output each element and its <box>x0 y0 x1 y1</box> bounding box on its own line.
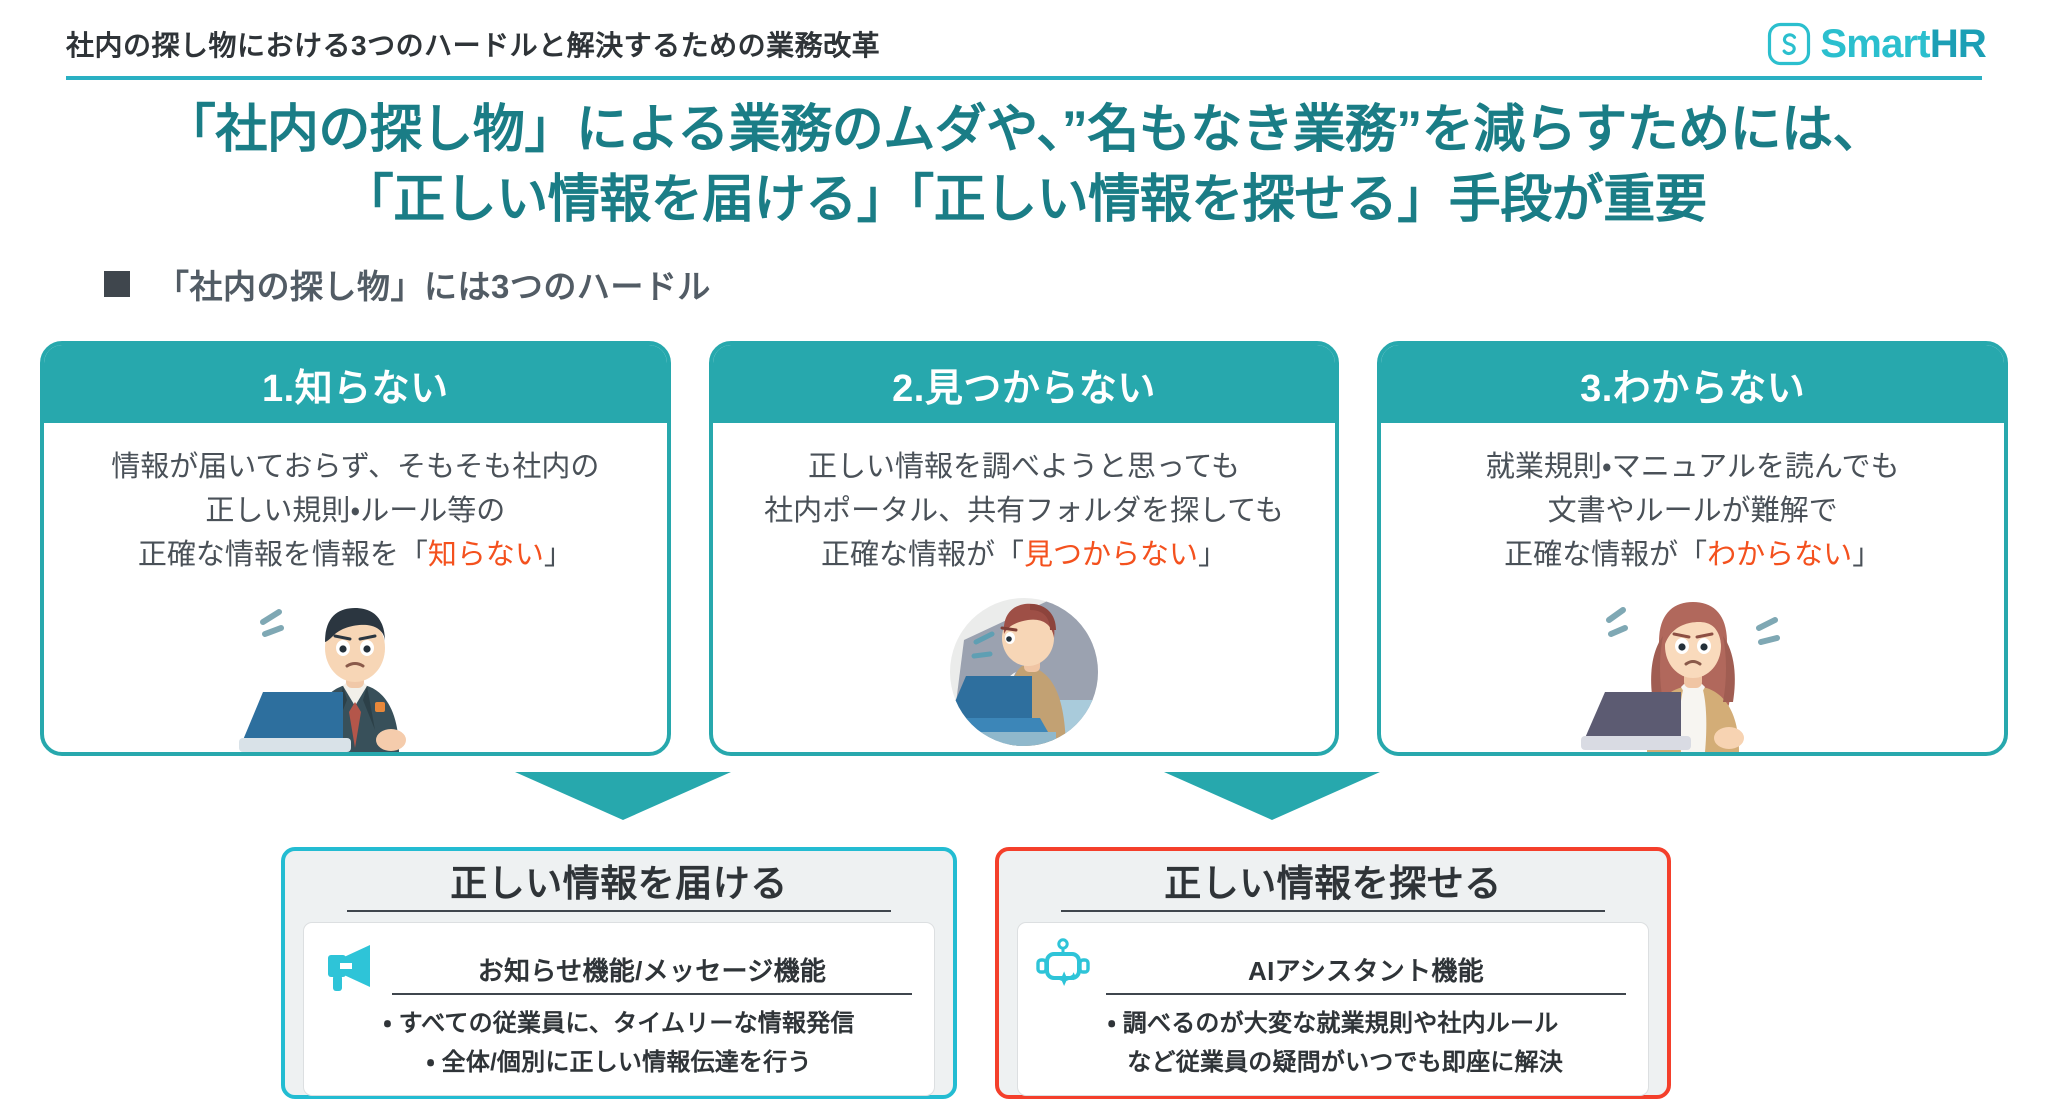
hurdle-card-2-line-2: 社内ポータル、共有フォルダを探しても <box>764 495 1284 528</box>
slide-header: 社内の探し物における3つのハードルと解決するための業務改革 SmartHR <box>0 0 2048 88</box>
solution-bullet-search-2: など従業員の疑問がいつでも即座に解決 <box>1103 1049 1563 1077</box>
hurdle-card-2-line-1: 正しい情報を調べようと思っても <box>807 451 1241 483</box>
hurdle-card-1-line-1: 情報が届いておらず、そもそも社内の <box>111 451 600 483</box>
ai-robot-sparkle-icon <box>1034 937 1092 995</box>
solution-box-deliver-title: 正しい情報を届ける <box>347 863 891 913</box>
solution-box-search: 正しい情報を探せる AIアシスタント機能 <box>995 847 1671 1099</box>
hurdle-card-3-line-3-prefix: 正確な情報が「 <box>1504 539 1708 572</box>
solution-bullet-deliver-1: ・ すべての従業員に、タイムリーな情報発信 <box>383 1010 855 1038</box>
arrow-down-right <box>1164 772 1380 820</box>
solution-box-deliver-inner: お知らせ機能/メッセージ機能 ・ すべての従業員に、タイムリーな情報発信 ・ 全… <box>303 922 935 1097</box>
hurdle-card-3-line-2: 文書やルールが難解で <box>1547 495 1838 528</box>
hurdle-card-1-line-2: 正しい規則・ルール等の <box>205 495 506 528</box>
worried-woman-laptop-illustration <box>1381 580 2004 752</box>
header-title: 社内の探し物における3つのハードルと解決するための業務改革 <box>66 30 881 61</box>
hurdle-card-1-line-3: 正確な情報を情報を「知らない」 <box>60 533 651 577</box>
section-label: 「社内の探し物」には3つのハードル <box>104 260 711 308</box>
hurdle-card-3-highlight: わからない <box>1707 539 1853 572</box>
solution-box-list: 正しい情報を届ける お知らせ機能/メッセージ機能 ・ すべての従業員に、タイ <box>281 847 1671 1099</box>
solution-bullet-search-1: ・ 調べるのが大変な就業規則や社内ルール <box>1107 1010 1559 1038</box>
hurdle-card-3-line-3: 正確な情報が「わからない」 <box>1397 533 1988 577</box>
hurdle-card-list: 1.知らない 情報が届いておらず、そもそも社内の 正しい規則・ルール等の 正確な… <box>40 341 2009 756</box>
hurdle-card-2: 2.見つからない 正しい情報を調べようと思っても 社内ポータル、共有フォルダを探… <box>708 341 1340 756</box>
hurdle-card-2-line-3-prefix: 正確な情報が「 <box>820 539 1024 572</box>
solution-feature-deliver-name: お知らせ機能/メッセージ機能 <box>392 955 912 996</box>
solution-box-search-inner: AIアシスタント機能 ・ 調べるのが大変な就業規則や社内ルール など従業員の疑問… <box>1017 922 1649 1097</box>
hurdle-card-2-line-3-suffix: 」 <box>1198 539 1228 572</box>
hurdle-card-3-title: 3.わからない <box>1381 345 2005 423</box>
page-title-line-2: 「正しい情報を届ける」「正しい情報を探せる」手段が重要 <box>341 170 1707 229</box>
man-typing-laptop-circle-illustration <box>713 580 1336 752</box>
logo-text-hr: HR <box>1929 22 1987 66</box>
hurdle-card-1-highlight: 知らない <box>427 539 544 572</box>
hurdle-card-2-body: 正しい情報を調べようと思っても 社内ポータル、共有フォルダを探しても 正確な情報… <box>713 423 1336 752</box>
hurdle-card-1-line-3-prefix: 正確な情報を情報を「 <box>137 539 428 572</box>
arrow-down-left <box>515 772 731 820</box>
solution-feature-search: AIアシスタント機能 <box>1034 937 1632 996</box>
logo-text-smart: Smart <box>1820 22 1930 66</box>
hurdle-card-2-line-3: 正確な情報が「見つからない」 <box>729 533 1320 577</box>
section-label-text: 「社内の探し物」には3つのハードル <box>156 268 711 305</box>
hurdle-card-1: 1.知らない 情報が届いておらず、そもそも社内の 正しい規則・ルール等の 正確な… <box>40 341 671 756</box>
solution-bullet-deliver-2: ・ 全体/個別に正しい情報伝達を行う <box>426 1049 812 1077</box>
smarthr-logo-text: SmartHR <box>1820 24 1986 64</box>
page-title-line-1: 「社内の探し物」による業務のムダや、”名もなき業務”を減らすためには、 <box>163 101 1885 159</box>
hurdle-card-2-highlight: 見つからない <box>1024 539 1199 572</box>
megaphone-icon <box>320 937 378 995</box>
hurdle-card-3-body: 就業規則・マニュアルを読んでも 文書やルールが難解で 正確な情報が「わからない」 <box>1381 423 2004 752</box>
solution-bullets-search: ・ 調べるのが大変な就業規則や社内ルール など従業員の疑問がいつでも即座に解決 <box>1034 1005 1632 1083</box>
hurdle-card-3-line-3-suffix: 」 <box>1852 539 1882 572</box>
hurdle-card-1-title: 1.知らない <box>44 345 667 423</box>
hurdle-card-2-title: 2.見つからない <box>712 345 1336 423</box>
solution-bullets-deliver: ・ すべての従業員に、タイムリーな情報発信 ・ 全体/個別に正しい情報伝達を行う <box>320 1005 918 1083</box>
hurdle-card-3: 3.わからない 就業規則・マニュアルを読んでも 文書やルールが難解で 正確な情報… <box>1377 341 2009 756</box>
solution-box-deliver: 正しい情報を届ける お知らせ機能/メッセージ機能 ・ すべての従業員に、タイ <box>281 847 957 1099</box>
page-title: 「社内の探し物」による業務のムダや、”名もなき業務”を減らすためには、 「正しい… <box>0 96 2048 235</box>
smarthr-s-mark-icon <box>1767 22 1811 66</box>
hurdle-card-1-body: 情報が届いておらず、そもそも社内の 正しい規則・ルール等の 正確な情報を情報を「… <box>44 423 667 752</box>
solution-feature-deliver: お知らせ機能/メッセージ機能 <box>320 937 918 996</box>
hurdle-card-3-line-1: 就業規則・マニュアルを読んでも <box>1485 451 1900 483</box>
solution-box-search-title: 正しい情報を探せる <box>1061 863 1605 913</box>
square-bullet-icon <box>104 271 130 297</box>
smarthr-logo: SmartHR <box>1767 22 1987 66</box>
worried-businessman-laptop-illustration <box>44 580 667 752</box>
hurdle-card-1-line-3-suffix: 」 <box>543 539 573 572</box>
solution-feature-search-name: AIアシスタント機能 <box>1106 955 1626 996</box>
header-divider <box>66 76 1982 80</box>
